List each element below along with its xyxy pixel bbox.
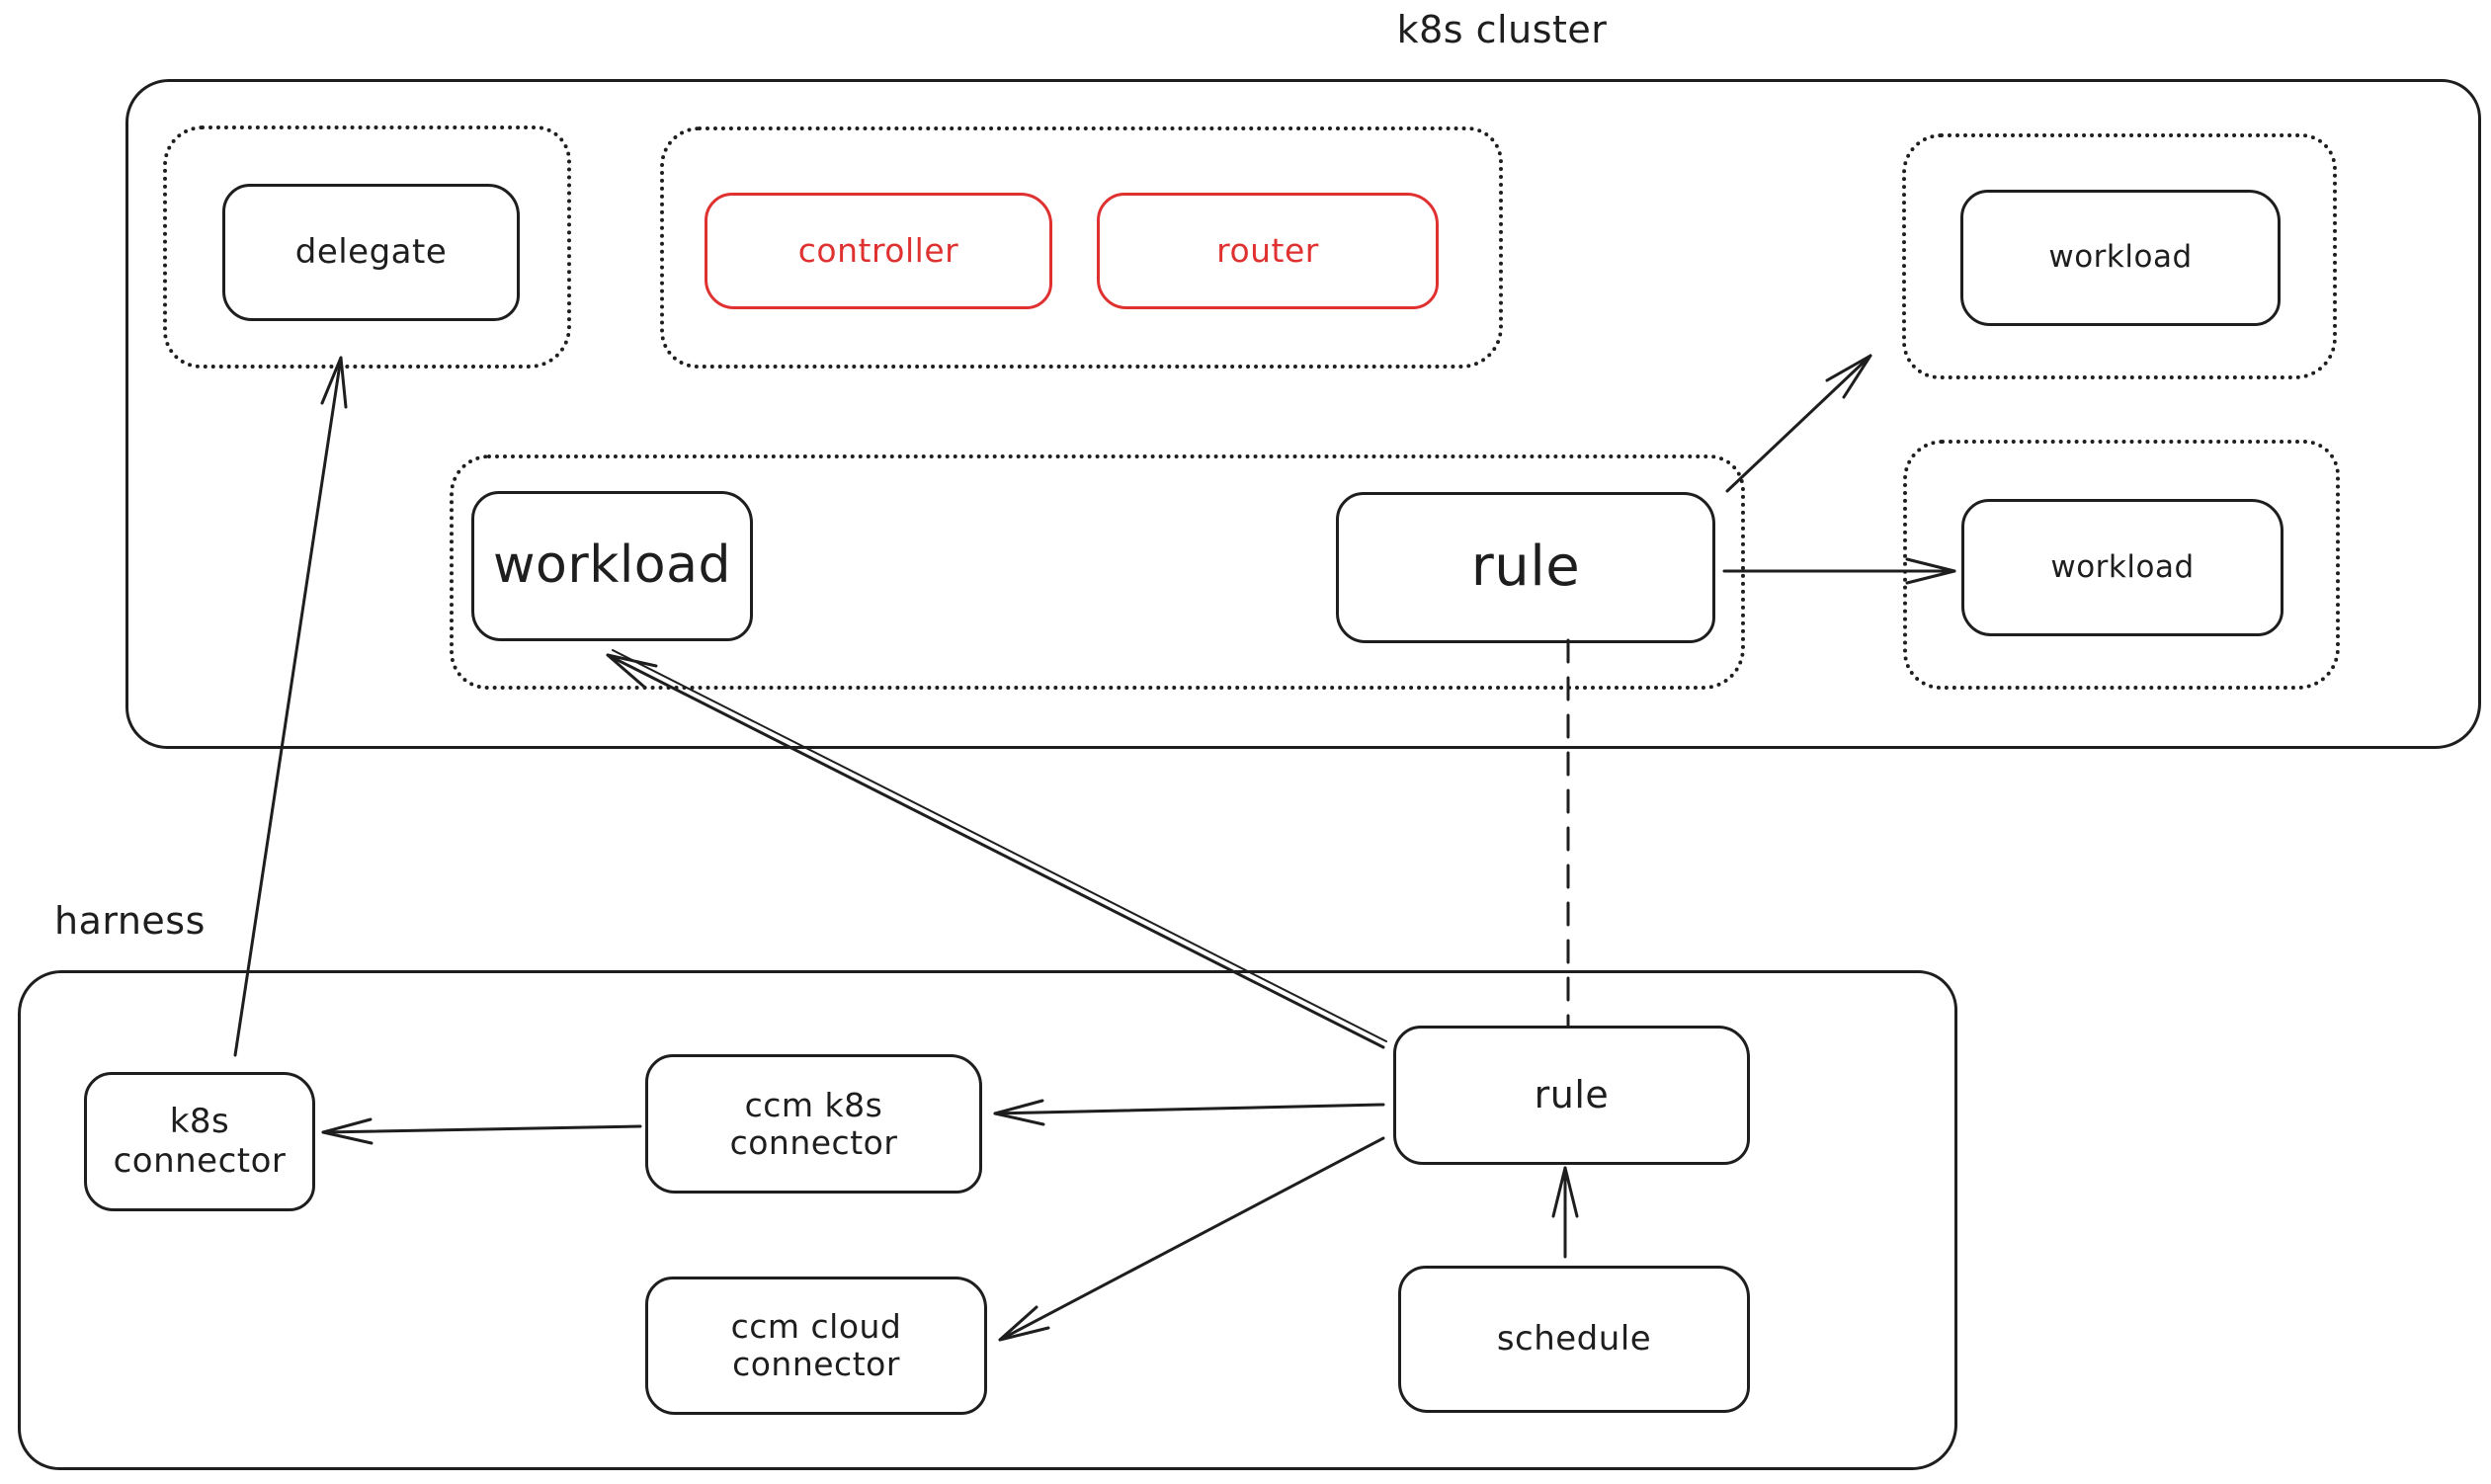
ccm-cloud-connector-label: ccm cloud connector bbox=[730, 1307, 902, 1383]
workload-label: workload bbox=[2050, 548, 2195, 585]
delegate-group[interactable] bbox=[163, 125, 571, 369]
workload-mid-right-node[interactable]: workload bbox=[1961, 499, 2283, 636]
router-node[interactable]: router bbox=[1097, 193, 1439, 309]
workload-top-right-group[interactable] bbox=[1902, 133, 2337, 379]
rule-label: rule bbox=[1470, 535, 1581, 600]
workload-mid-right-group[interactable] bbox=[1903, 440, 2340, 690]
rule-harness-node[interactable]: rule bbox=[1393, 1026, 1750, 1165]
workload-label: workload bbox=[2048, 239, 2193, 276]
schedule-node[interactable]: schedule bbox=[1398, 1266, 1750, 1413]
controller-node[interactable]: controller bbox=[705, 193, 1052, 309]
schedule-label: schedule bbox=[1496, 1318, 1652, 1359]
ccm-k8s-connector-label: ccm k8s connector bbox=[729, 1085, 898, 1162]
k8s-cluster-title[interactable]: k8s cluster bbox=[1396, 8, 1608, 51]
harness-title[interactable]: harness bbox=[54, 899, 206, 943]
ccm-k8s-connector-node[interactable]: ccm k8s connector bbox=[645, 1054, 982, 1194]
workload-label: workload bbox=[493, 536, 731, 596]
controller-label: controller bbox=[797, 231, 959, 271]
ccm-cloud-connector-node[interactable]: ccm cloud connector bbox=[645, 1277, 987, 1415]
workload-main-node[interactable]: workload bbox=[471, 491, 753, 641]
k8s-connector-node[interactable]: k8s connector bbox=[84, 1072, 315, 1211]
delegate-node[interactable]: delegate bbox=[222, 184, 520, 321]
rule-k8s-node[interactable]: rule bbox=[1336, 492, 1715, 643]
k8s-connector-label: k8s connector bbox=[113, 1102, 287, 1181]
rule-label: rule bbox=[1534, 1072, 1610, 1116]
delegate-label: delegate bbox=[294, 231, 448, 272]
workload-top-right-node[interactable]: workload bbox=[1960, 190, 2281, 326]
controller-router-group[interactable] bbox=[660, 126, 1503, 369]
router-label: router bbox=[1216, 231, 1319, 271]
